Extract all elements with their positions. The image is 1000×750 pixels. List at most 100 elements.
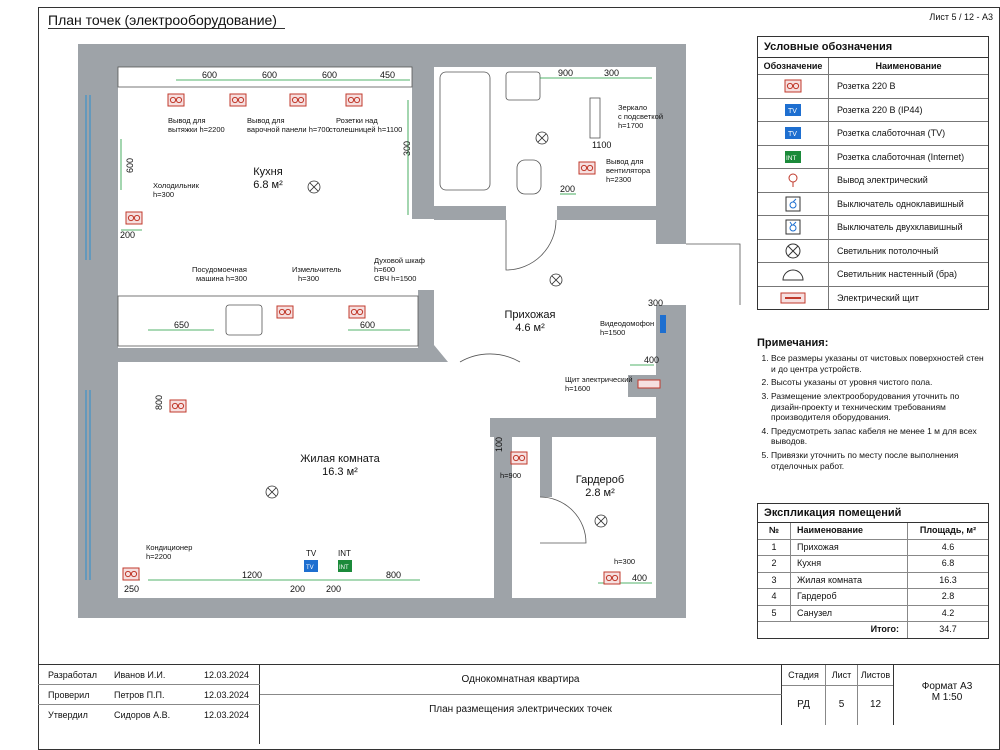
stamp-scale-value: М 1:50: [931, 692, 963, 703]
stamp-person: Иванов И.И.: [114, 669, 166, 680]
internet-socket-icon: [338, 560, 352, 572]
explication-header: № Наименование Площадь, м²: [758, 523, 988, 540]
stamp-sheet-label: Лист: [826, 665, 857, 686]
stamp-format-value: Формат А3: [921, 681, 973, 692]
legend-col-name: Наименование: [875, 61, 942, 71]
row-name: Гардероб: [791, 589, 908, 605]
legend-row: Электрический щит: [758, 286, 988, 309]
dim-label: 300: [402, 141, 412, 156]
stamp-sheets-label: Листов: [858, 665, 893, 686]
col-no: №: [758, 523, 791, 539]
legend-row: Светильник потолочный: [758, 239, 988, 263]
note-item: Все размеры указаны от чистовых поверхно…: [771, 353, 989, 374]
electric-panel-icon: [637, 379, 661, 389]
row-area: 4.2: [941, 607, 955, 618]
row-area: 4.6: [941, 541, 955, 552]
dim-label: 1100: [592, 140, 611, 150]
stamp-sheet: Лист 5: [826, 665, 858, 725]
dim-label: 650: [174, 320, 189, 330]
tv-socket-icon: [304, 560, 318, 572]
internet-socket-icon: INT: [785, 150, 801, 163]
note-item: Размещение электрооборудования уточнить …: [771, 391, 989, 423]
row-no: 4: [758, 589, 791, 605]
row-no: 3: [758, 572, 791, 588]
legend-row: INT Розетка слаботочная (Internet): [758, 145, 988, 169]
row-name: Жилая комната: [791, 572, 908, 588]
legend-item-name: Розетка слаботочная (TV): [837, 128, 946, 139]
room-name-living: Жилая комната: [300, 453, 380, 465]
stamp-sheet-value: 5: [838, 699, 845, 710]
legend-item-name: Розетка 220 В (IP44): [837, 104, 923, 115]
dim-label: 800: [154, 395, 164, 410]
room-name-wardrobe: Гардероб: [576, 474, 624, 486]
dim-label: 100: [494, 437, 504, 452]
ceiling-lights: [265, 131, 608, 528]
windows: [85, 95, 91, 580]
legend-item-name: Выключатель одноклавишный: [837, 198, 964, 209]
dim-label: 600: [125, 158, 135, 173]
row-no: 1: [758, 539, 791, 555]
stamp-person: Петров П.П.: [114, 689, 165, 700]
electric-outlet-icon: [788, 173, 798, 188]
dimension-lines: [120, 77, 654, 584]
room-area-hall: 4.6 м²: [515, 322, 545, 334]
legend-item-name: Вывод электрический: [837, 175, 928, 186]
total-row: Итого: 34.7: [758, 622, 988, 638]
legend-row: TV Розетка слаботочная (TV): [758, 122, 988, 146]
dim-label: 450: [380, 70, 395, 80]
notes-block: Примечания: Все размеры указаны от чисто…: [757, 337, 989, 474]
room-name-kitchen: Кухня: [253, 166, 282, 178]
stamp-role: Утвердил: [48, 709, 88, 720]
stamp-row: Разработал Иванов И.И. 12.03.2024: [38, 665, 260, 685]
col-name: Наименование: [791, 523, 908, 539]
label-h900: h=900: [500, 471, 521, 480]
dim-label: 250: [124, 584, 139, 594]
stamp-format: Формат А3 М 1:50: [894, 681, 1000, 703]
legend-table: Условные обозначения Обозначение Наимено…: [757, 36, 989, 310]
row-name: Санузел: [791, 605, 908, 621]
legend-item-name: Электрический щит: [837, 292, 919, 303]
dim-label: 600: [262, 70, 277, 80]
notes-title: Примечания:: [757, 337, 829, 349]
stamp-object: Однокомнатная квартира: [260, 665, 782, 695]
ceiling-light-icon: [785, 243, 801, 259]
legend-item-name: Светильник настенный (бра): [837, 269, 958, 280]
stamp-stage-label: Стадия: [782, 665, 825, 686]
stamp-role: Проверил: [48, 689, 90, 700]
dim-label: 300: [648, 298, 663, 308]
total-label: Итого:: [758, 622, 908, 638]
walls: [78, 44, 686, 618]
dim-label: 200: [560, 184, 575, 194]
stamp-row: Проверил Петров П.П. 12.03.2024: [38, 685, 260, 705]
dim-label: 200: [290, 584, 305, 594]
dim-label: 600: [360, 320, 375, 330]
legend-row: TV Розетка 220 В (IP44): [758, 98, 988, 122]
electric-panel-icon: [780, 292, 806, 304]
doors: [459, 219, 741, 544]
stamp-date: 12.03.2024: [204, 689, 250, 700]
table-row: 1 Прихожая 4.6: [758, 539, 988, 556]
tv-socket-text: TV: [306, 565, 314, 571]
kitchen-counters: [117, 66, 601, 347]
wall-light-icon: [782, 269, 804, 281]
drawing-title: План точек (электрооборудование): [48, 12, 285, 29]
stamp-date: 12.03.2024: [204, 669, 250, 680]
ip44-icon-text: TV: [788, 108, 797, 115]
row-name: Кухня: [791, 556, 908, 572]
note-item: Высоты указаны от уровня чистого пола.: [771, 377, 989, 388]
dim-label: 1200: [242, 570, 262, 580]
tv-label: TV: [306, 549, 317, 558]
explication-title: Экспликация помещений: [758, 504, 988, 523]
table-row: 3 Жилая комната 16.3: [758, 572, 988, 589]
int-socket-text: INT: [339, 565, 349, 571]
col-area: Площадь, м²: [919, 525, 977, 535]
row-area: 16.3: [939, 574, 957, 585]
